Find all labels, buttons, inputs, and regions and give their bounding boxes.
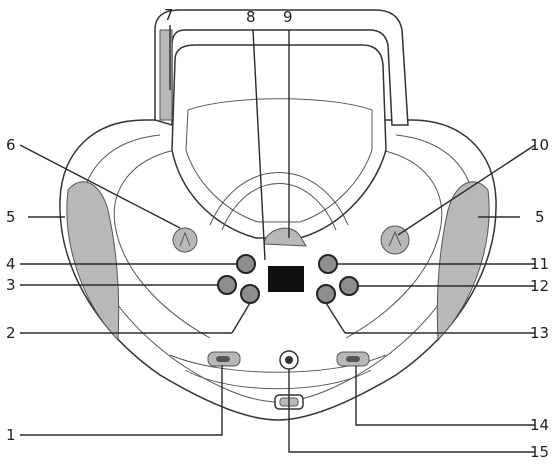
leader-2b (231, 302, 251, 334)
callout-2: 2 (6, 324, 16, 342)
right-knob-mark (388, 230, 402, 247)
carry-handle[interactable] (154, 9, 409, 127)
button-2[interactable] (240, 284, 260, 304)
leader-10 (397, 144, 536, 236)
leader-6 (19, 144, 181, 229)
left-knob[interactable] (172, 227, 198, 253)
callout-10: 10 (530, 136, 549, 154)
cd-window-arc (209, 172, 349, 226)
callout-1: 1 (6, 426, 16, 444)
button-11[interactable] (318, 254, 338, 274)
cd-lid[interactable] (171, 44, 387, 239)
body-contour-inner (113, 149, 211, 339)
headphone-jack-center (285, 356, 293, 364)
button-3[interactable] (217, 275, 237, 295)
callout-14: 14 (530, 416, 549, 434)
leader-13b (325, 302, 346, 334)
callout-6: 6 (6, 136, 16, 154)
lcd-display (268, 266, 304, 292)
lower-panel (184, 369, 372, 390)
button-12[interactable] (339, 276, 359, 296)
callout-3: 3 (6, 276, 16, 294)
cd-lid-inner (185, 98, 373, 223)
callout-5-left: 5 (6, 208, 16, 226)
callout-15: 15 (530, 443, 549, 461)
left-knob-mark (179, 231, 191, 247)
button-13[interactable] (316, 284, 336, 304)
callout-11: 11 (530, 255, 549, 273)
function-switch-slot (216, 356, 230, 362)
callout-7: 7 (164, 6, 174, 24)
band-switch-slot (346, 356, 360, 362)
callout-4: 4 (6, 255, 16, 273)
leader-14 (355, 366, 535, 426)
leader-8 (252, 29, 266, 261)
callout-12: 12 (530, 277, 549, 295)
left-speaker-grille (66, 181, 120, 342)
handle-shading (159, 29, 173, 121)
right-speaker-grille (436, 181, 490, 342)
body-contour-inner-right (345, 149, 443, 339)
callout-9: 9 (283, 8, 293, 26)
leader-15 (288, 369, 535, 453)
cd-window-arc-inner (221, 183, 337, 231)
callout-8: 8 (246, 8, 256, 26)
callout-5-right: 5 (535, 208, 545, 226)
button-4[interactable] (236, 254, 256, 274)
lid-opener[interactable] (263, 227, 307, 247)
callout-13: 13 (530, 324, 549, 342)
leader-1 (20, 365, 223, 436)
